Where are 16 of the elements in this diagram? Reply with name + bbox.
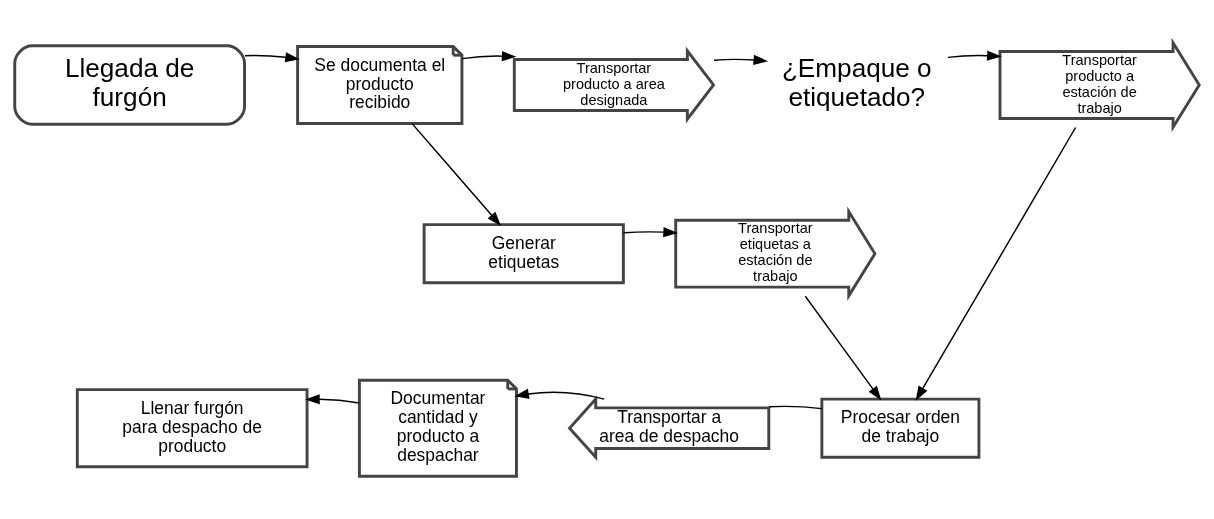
arrow: [411, 122, 502, 227]
arrow: [305, 394, 361, 405]
node-box: Llenar furgón para despacho de producto: [75, 388, 309, 469]
connector: [768, 405, 823, 410]
arrow: [244, 52, 300, 63]
arrow: [804, 295, 882, 401]
arrow: [461, 51, 517, 62]
arrow: [514, 388, 605, 400]
node-box: Procesar orden de trabajo: [820, 397, 981, 459]
node-text: ¿Empaque o etiquetado?: [781, 52, 932, 112]
arrow: [947, 50, 1002, 61]
arrow: [915, 126, 1077, 401]
node-box: Generar etiquetas: [422, 223, 625, 285]
arrow: [713, 54, 769, 65]
arrow: [622, 227, 678, 238]
node-box: Llegada de furgón: [13, 44, 246, 126]
